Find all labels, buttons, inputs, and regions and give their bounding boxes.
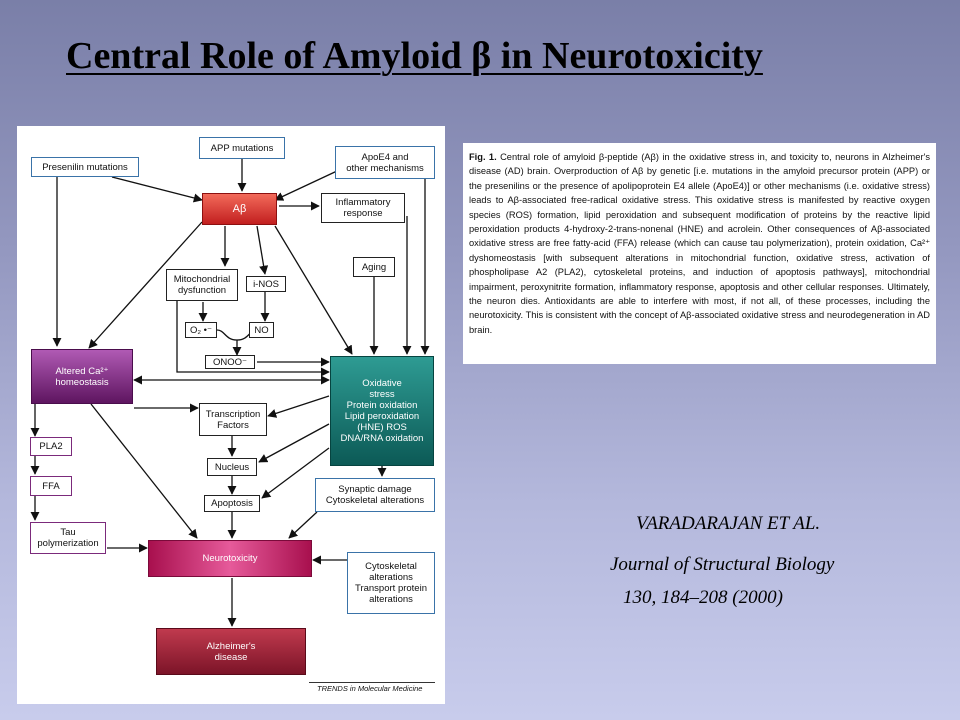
oxidative-label-5: (HNE) ROS	[357, 422, 407, 433]
citation-journal: Journal of Structural Biology	[610, 554, 835, 575]
cyto-label-4: alterations	[369, 594, 413, 605]
oxidative-label-1: Oxidative	[362, 378, 402, 389]
pathway-diagram: APP mutations Presenilin mutations ApoE4…	[17, 126, 445, 704]
citation-volume: 130, 184–208 (2000)	[623, 587, 783, 608]
cyto-label-1: Cytoskeletal	[365, 561, 417, 572]
ffa-box: FFA	[30, 476, 72, 496]
arrow-oxidative-nucleus	[258, 423, 330, 463]
figure-caption: Fig. 1. Central role of amyloid β-peptid…	[463, 143, 936, 364]
app-mutations-box: APP mutations	[199, 137, 285, 159]
neurotoxicity-label: Neurotoxicity	[202, 553, 258, 564]
oxidative-label-4: Lipid peroxidation	[344, 411, 420, 422]
arrow-abeta-inos	[256, 225, 269, 275]
transcription-label-2: Factors	[217, 419, 249, 431]
tau-polymerization-box: Tau polymerization	[30, 522, 106, 554]
abeta-box: Aβ	[202, 193, 277, 225]
tau-label-2: polymerization	[37, 538, 99, 549]
onoo-box: ONOO⁻	[205, 355, 255, 369]
nucleus-label: Nucleus	[214, 461, 250, 473]
synaptic-damage-box: Synaptic damage Cytoskeletal alterations	[315, 478, 435, 512]
cyto-label-3: Transport protein	[355, 583, 427, 594]
inflammatory-label-1: Inflammatory	[335, 197, 391, 208]
pla2-label: PLA2	[39, 441, 63, 452]
figure-credit: TRENDS in Molecular Medicine	[317, 684, 423, 693]
aging-label: Aging	[361, 261, 387, 273]
nucleus-box: Nucleus	[207, 458, 257, 476]
caption-label: Fig. 1.	[469, 152, 497, 162]
alzheimers-label-1: Alzheimer's	[206, 640, 256, 652]
aging-box: Aging	[353, 257, 395, 277]
no-label: NO	[254, 324, 269, 336]
apoptosis-box: Apoptosis	[204, 495, 260, 512]
inflammatory-response-box: Inflammatory response	[321, 193, 405, 223]
credit-divider	[309, 682, 435, 683]
oxidative-label-6: DNA/RNA oxidation	[340, 433, 424, 444]
transcription-label-1: Transcription	[205, 408, 261, 420]
presenilin-mutations-label: Presenilin mutations	[42, 161, 128, 173]
superoxide-box: O₂ •⁻	[185, 322, 217, 338]
oxidative-label-2: stress	[369, 389, 395, 400]
altered-calcium-box: Altered Ca²⁺ homeostasis	[31, 349, 133, 404]
slide-title: Central Role of Amyloid β in Neurotoxici…	[66, 35, 763, 77]
inos-box: i-NOS	[246, 276, 286, 292]
apoe4-box: ApoE4 and other mechanisms	[335, 146, 435, 179]
oxidative-label-3: Protein oxidation	[346, 400, 418, 411]
mito-label-1: Mitochondrial	[173, 274, 231, 285]
synaptic-label-2: Cytoskeletal alterations	[325, 495, 425, 506]
tau-label-1: Tau	[60, 527, 76, 538]
mitochondrial-dysfunction-box: Mitochondrial dysfunction	[166, 269, 238, 301]
no-box: NO	[249, 322, 274, 338]
onoo-label: ONOO⁻	[212, 356, 248, 368]
arrow-synaptic-neurotoxicity	[288, 511, 318, 539]
cytoskeletal-alterations-box: Cytoskeletal alterations Transport prote…	[347, 552, 435, 614]
mito-label-2: dysfunction	[177, 285, 227, 296]
alzheimers-label-2: disease	[214, 651, 248, 663]
presenilin-mutations-box: Presenilin mutations	[31, 157, 139, 177]
citation-authors: VARADARAJAN ET AL.	[636, 513, 821, 534]
diagram-arrows	[30, 159, 430, 627]
arrow-calcium-neurotoxicity	[90, 403, 198, 539]
oxidative-stress-box: Oxidative stress Protein oxidation Lipid…	[330, 356, 434, 466]
arrow-presenilin-abeta	[111, 176, 203, 203]
pla2-box: PLA2	[30, 437, 72, 456]
arrow-abeta-calcium	[88, 221, 203, 349]
superoxide-label: O₂ •⁻	[189, 324, 213, 336]
alzheimers-disease-box: Alzheimer's disease	[156, 628, 306, 675]
inflammatory-label-2: response	[343, 208, 383, 219]
inos-label: i-NOS	[253, 278, 279, 290]
apoe4-label-1: ApoE4 and	[361, 151, 409, 163]
apoptosis-label: Apoptosis	[211, 498, 253, 509]
calcium-label-1: Altered Ca²⁺	[55, 365, 109, 377]
neurotoxicity-box: Neurotoxicity	[148, 540, 312, 577]
arrow-apoe4-abeta	[274, 170, 338, 201]
arrow-oxidative-apoptosis	[261, 447, 330, 499]
synaptic-label-1: Synaptic damage	[338, 484, 412, 495]
arrow-oxidative-transcription	[267, 395, 330, 418]
transcription-factors-box: Transcription Factors	[199, 403, 267, 436]
arrow-abeta-oxidative	[274, 225, 353, 355]
apoe4-label-2: other mechanisms	[346, 162, 424, 174]
abeta-label: Aβ	[232, 202, 247, 215]
calcium-label-2: homeostasis	[55, 376, 109, 388]
cyto-label-2: alterations	[369, 572, 413, 583]
caption-text: Central role of amyloid β-peptide (Aβ) i…	[469, 152, 930, 335]
app-mutations-label: APP mutations	[210, 142, 274, 154]
arrow-mito-oxidative	[176, 288, 330, 377]
ffa-label: FFA	[42, 480, 60, 492]
